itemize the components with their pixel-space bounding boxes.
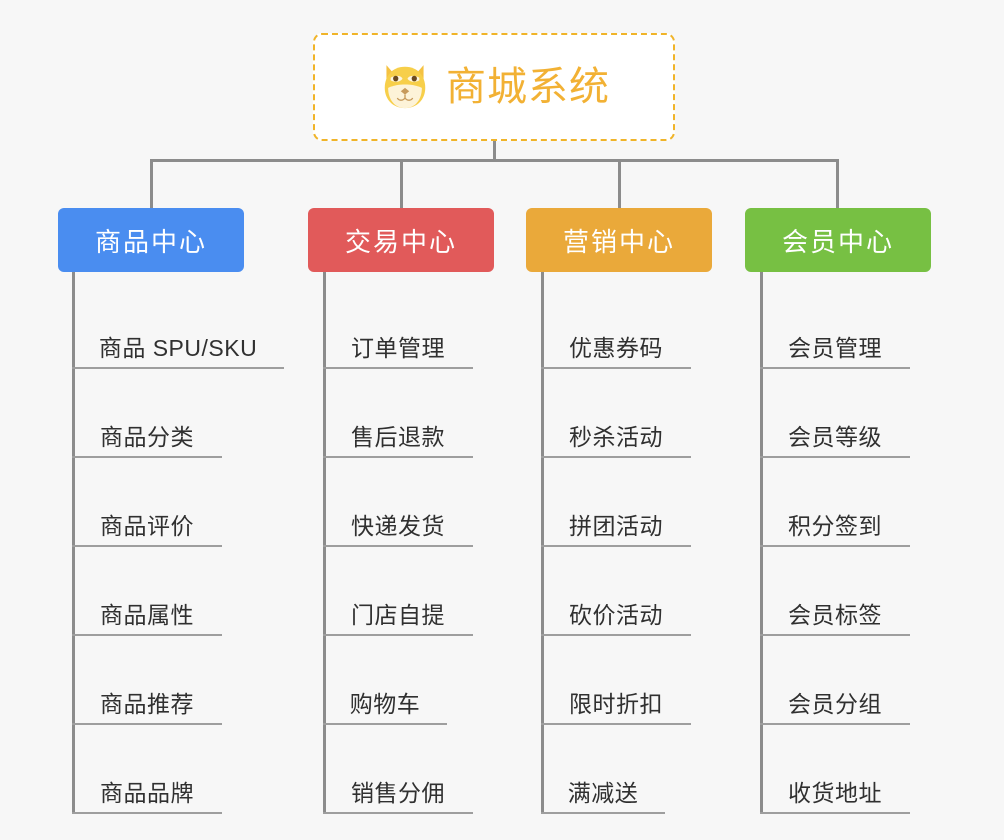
- leaf-item-label: 商品评价: [100, 512, 194, 539]
- leaf-item-label: 优惠券码: [569, 334, 663, 361]
- leaf-item-label: 满减送: [567, 779, 639, 806]
- connector-drop-product-center: [150, 159, 153, 209]
- leaf-spine: [760, 272, 763, 814]
- leaf-item-label: 秒杀活动: [569, 423, 663, 450]
- leaf-item-label: 会员分组: [788, 690, 882, 717]
- category-label: 会员中心: [781, 226, 894, 257]
- category-box-trade-center[interactable]: 交易中心: [308, 208, 494, 272]
- category-label: 交易中心: [344, 226, 457, 257]
- leaf-item-label: 购物车: [349, 690, 421, 717]
- category-label: 营销中心: [562, 226, 675, 257]
- connector-root-stem: [493, 141, 496, 161]
- leaf-item-label: 商品 SPU/SKU: [98, 334, 258, 361]
- leaf-item[interactable]: 门店自提: [323, 547, 473, 636]
- leaf-item-label: 门店自提: [351, 601, 445, 628]
- leaf-item[interactable]: 拼团活动: [541, 458, 691, 547]
- leaf-item-label: 砍价活动: [569, 601, 663, 628]
- leaf-item[interactable]: 限时折扣: [541, 636, 691, 725]
- leaf-item-label: 销售分佣: [351, 779, 445, 806]
- leaf-item[interactable]: 收货地址: [760, 725, 910, 814]
- leaf-item[interactable]: 商品 SPU/SKU: [72, 280, 284, 369]
- leaf-item-label: 积分签到: [788, 512, 882, 539]
- leaf-item[interactable]: 砍价活动: [541, 547, 691, 636]
- leaf-item[interactable]: 秒杀活动: [541, 369, 691, 458]
- leaf-item[interactable]: 会员标签: [760, 547, 910, 636]
- leaf-item[interactable]: 购物车: [323, 636, 447, 725]
- leaf-item[interactable]: 商品品牌: [72, 725, 222, 814]
- leaf-item-label: 拼团活动: [569, 512, 663, 539]
- shiba-dog-face-icon: [384, 65, 426, 109]
- leaf-item-label: 会员等级: [788, 423, 882, 450]
- leaf-item[interactable]: 商品评价: [72, 458, 222, 547]
- leaf-item[interactable]: 会员管理: [760, 280, 910, 369]
- category-box-member-center[interactable]: 会员中心: [745, 208, 931, 272]
- root-node-mall-system[interactable]: 商城系统: [313, 33, 675, 141]
- leaf-item[interactable]: 积分签到: [760, 458, 910, 547]
- leaf-item[interactable]: 销售分佣: [323, 725, 473, 814]
- leaf-item[interactable]: 商品推荐: [72, 636, 222, 725]
- leaf-item-label: 商品推荐: [100, 690, 194, 717]
- leaf-item-label: 会员标签: [788, 601, 882, 628]
- leaf-item-label: 会员管理: [788, 334, 882, 361]
- leaf-spine: [72, 272, 75, 814]
- leaf-item-label: 商品品牌: [100, 779, 194, 806]
- leaf-item[interactable]: 满减送: [541, 725, 665, 814]
- leaf-item-label: 快递发货: [351, 512, 445, 539]
- leaf-item[interactable]: 快递发货: [323, 458, 473, 547]
- connector-drop-member-center: [836, 159, 839, 209]
- leaf-item[interactable]: 优惠券码: [541, 280, 691, 369]
- leaf-item-label: 限时折扣: [569, 690, 663, 717]
- leaf-item[interactable]: 会员分组: [760, 636, 910, 725]
- leaf-item-label: 收货地址: [788, 779, 882, 806]
- connector-drop-trade-center: [400, 159, 403, 209]
- leaf-item[interactable]: 商品属性: [72, 547, 222, 636]
- leaf-item[interactable]: 会员等级: [760, 369, 910, 458]
- leaf-item[interactable]: 商品分类: [72, 369, 222, 458]
- leaf-item-label: 商品分类: [100, 423, 194, 450]
- root-title: 商城系统: [446, 65, 610, 109]
- leaf-spine: [323, 272, 326, 814]
- leaf-item[interactable]: 订单管理: [323, 280, 473, 369]
- category-box-product-center[interactable]: 商品中心: [58, 208, 244, 272]
- leaf-item[interactable]: 售后退款: [323, 369, 473, 458]
- connector-horizontal-bus: [150, 159, 839, 162]
- leaf-item-label: 售后退款: [351, 423, 445, 450]
- category-label: 商品中心: [94, 226, 207, 257]
- connector-drop-marketing-center: [618, 159, 621, 209]
- leaf-spine: [541, 272, 544, 814]
- leaf-item-label: 商品属性: [100, 601, 194, 628]
- category-box-marketing-center[interactable]: 营销中心: [526, 208, 712, 272]
- leaf-item-label: 订单管理: [351, 334, 445, 361]
